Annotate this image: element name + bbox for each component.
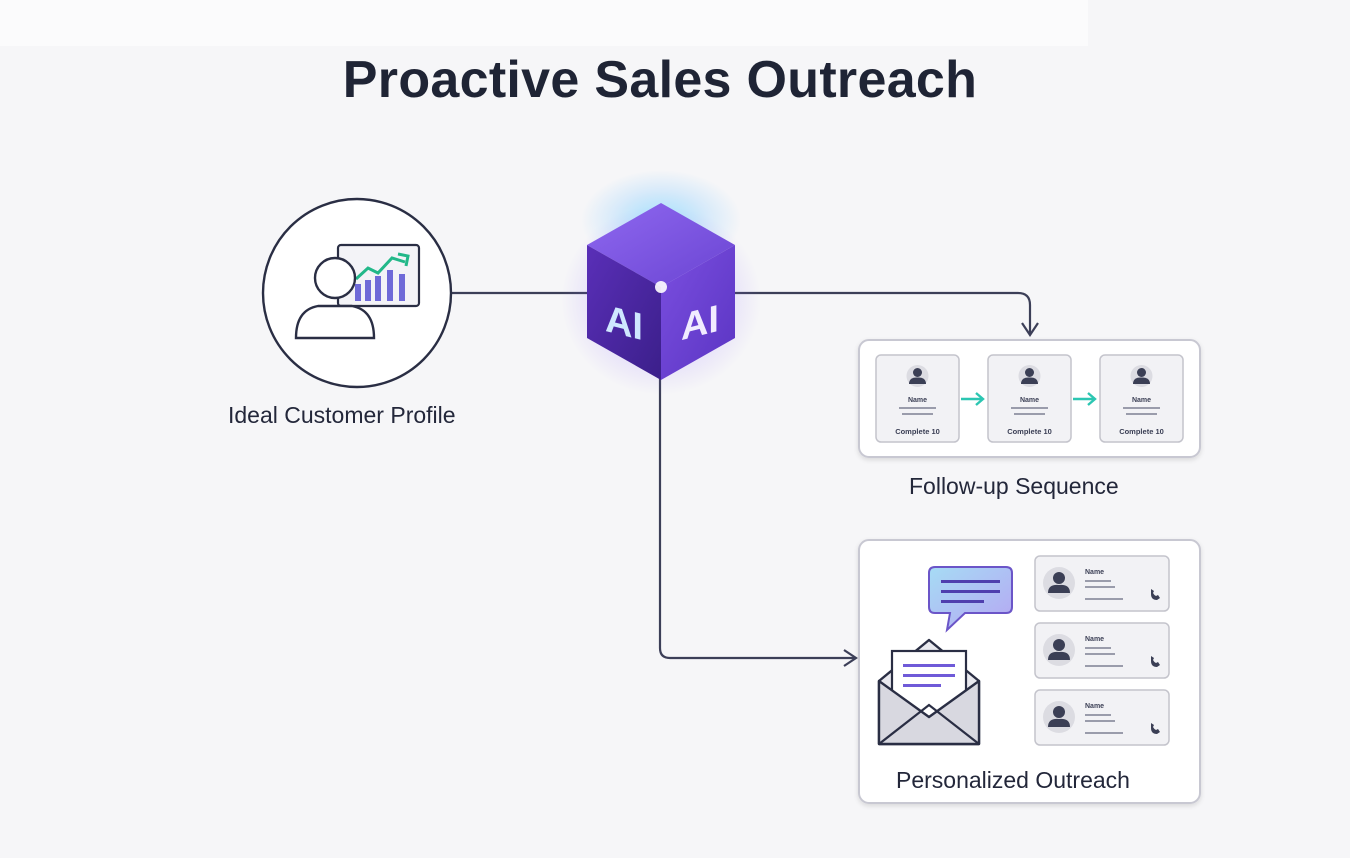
connector-ai-to-followup	[735, 291, 1032, 333]
ai-cube: AI AI	[561, 170, 761, 395]
analytics-chart-icon	[336, 243, 421, 308]
followup-card: Name Complete 10	[875, 354, 960, 443]
followup-card-footer: Complete 10	[1007, 427, 1052, 436]
followup-label: Follow-up Sequence	[909, 473, 1119, 499]
cube-right-label: AI	[681, 297, 719, 349]
outreach-arrowhead	[843, 649, 858, 667]
followup-card: Name Complete 10	[1099, 354, 1184, 443]
contact-name: Name	[1085, 569, 1104, 576]
followup-card: Name Complete 10	[987, 354, 1072, 443]
contact-card: Name	[1034, 555, 1170, 612]
contact-name: Name	[1085, 636, 1104, 643]
followup-card-name: Name	[1132, 397, 1151, 404]
icp-label: Ideal Customer Profile	[228, 402, 456, 428]
connectors	[452, 291, 1039, 667]
followup-card-footer: Complete 10	[1119, 427, 1164, 436]
followup-card-name: Name	[1020, 397, 1039, 404]
teal-arrow-icon	[961, 392, 985, 406]
cube-right-face	[661, 245, 735, 380]
teal-arrow-icon	[1073, 392, 1097, 406]
contact-card: Name	[1034, 689, 1170, 746]
chat-bubble-icon	[928, 566, 1013, 633]
phone-icon	[1151, 656, 1160, 667]
phone-icon	[1151, 589, 1160, 600]
outreach-group: Name Name Name	[858, 539, 1201, 804]
envelope-icon	[877, 638, 981, 746]
contact-name: Name	[1085, 703, 1104, 710]
outreach-label: Personalized Outreach	[896, 767, 1130, 793]
followup-card-footer: Complete 10	[895, 427, 940, 436]
connector-ai-to-outreach	[658, 375, 854, 660]
cube-left-label: AI	[605, 297, 643, 349]
contact-card: Name	[1034, 622, 1170, 679]
person-icon	[294, 256, 376, 340]
cube-left-face	[587, 245, 661, 380]
followup-arrowhead	[1021, 322, 1039, 337]
followup-group: Name Complete 10 Name Complete 10 Name C…	[858, 339, 1201, 458]
top-band	[0, 0, 1088, 46]
icp-node	[261, 197, 453, 389]
phone-icon	[1151, 723, 1160, 734]
followup-card-name: Name	[908, 397, 927, 404]
diagram-title: Proactive Sales Outreach	[342, 51, 978, 109]
